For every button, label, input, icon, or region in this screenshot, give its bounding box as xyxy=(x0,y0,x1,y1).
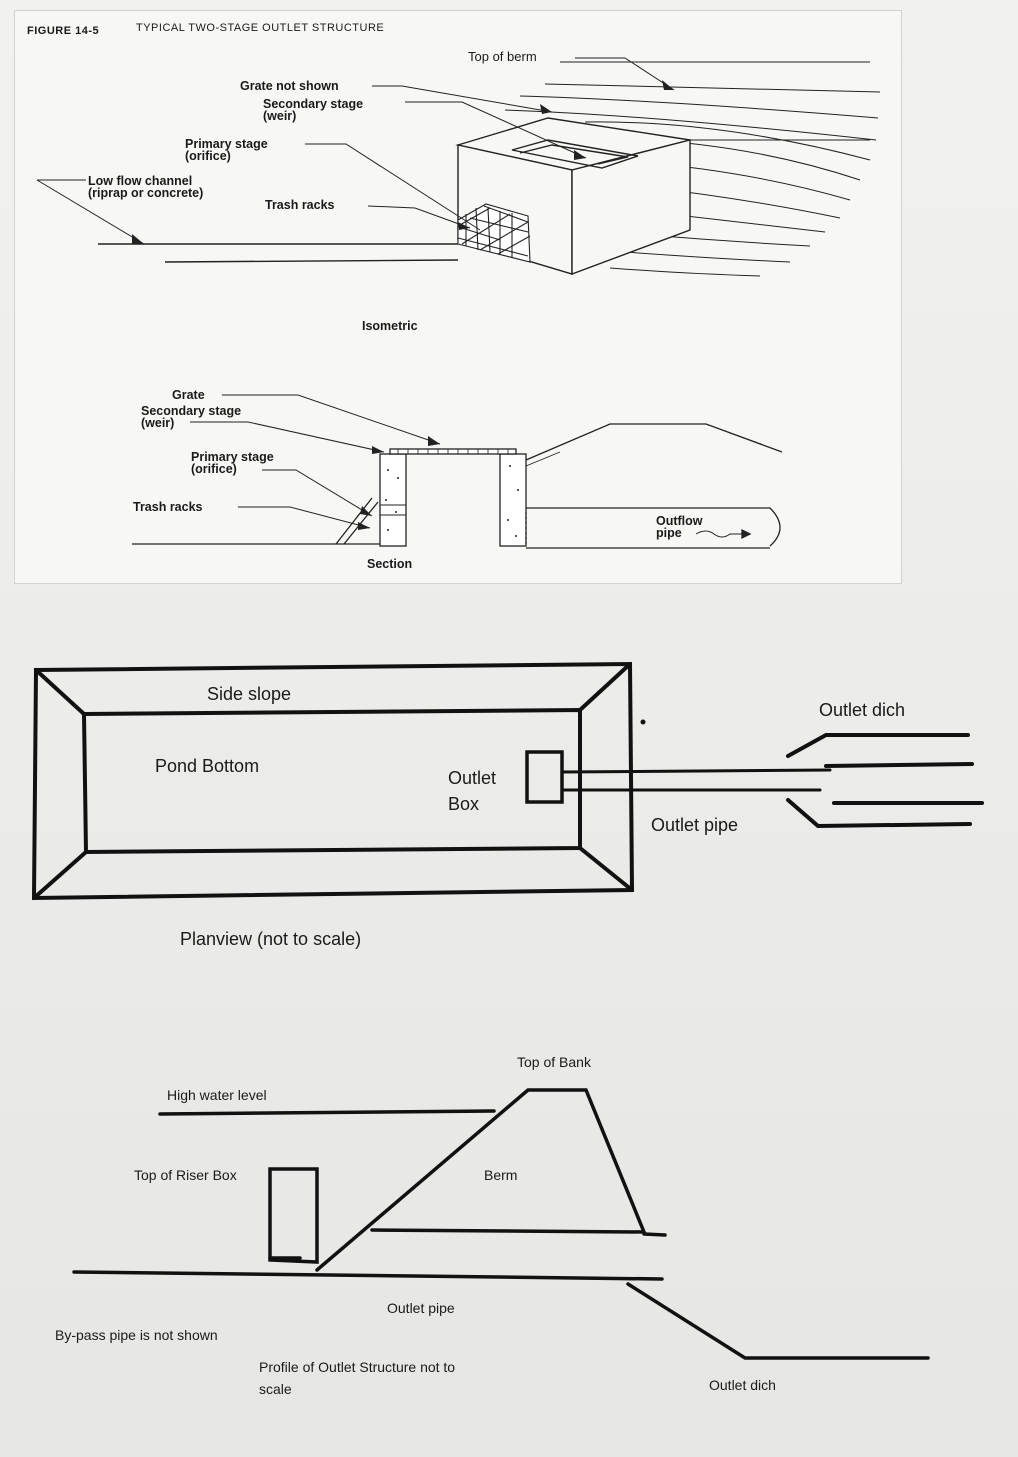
label-low-flow-channel: Low flow channel (riprap or concrete) xyxy=(88,174,204,200)
label-outlet-pipe-plan: Outlet pipe xyxy=(651,815,739,835)
caption-isometric: Isometric xyxy=(362,319,418,333)
outlet-ditch-profile xyxy=(626,1282,930,1360)
outlet-box-plan xyxy=(525,750,564,804)
plan-view xyxy=(31,661,984,901)
section-view xyxy=(132,394,783,549)
label-top-of-riser-box: Top of Riser Box xyxy=(134,1167,237,1183)
isometric-view xyxy=(36,57,881,277)
label-outflow-pipe: Outflow pipe xyxy=(656,514,703,540)
ground-line xyxy=(72,1270,664,1281)
label-high-water-level: High water level xyxy=(167,1087,267,1103)
outlet-pipe-plan xyxy=(560,768,832,792)
label-grate-section: Grate xyxy=(172,388,205,402)
outlet-ditch-plan xyxy=(786,733,984,829)
pond-bottom-outline xyxy=(81,707,582,855)
label-top-of-bank: Top of Bank xyxy=(517,1054,591,1070)
label-secondary-stage-iso: Secondary stage (weir) xyxy=(263,97,364,123)
riser-box xyxy=(268,1167,319,1264)
figure-number: FIGURE 14-5 xyxy=(27,25,100,37)
grate-bars xyxy=(397,449,509,454)
label-secondary-stage-section: Secondary stage (weir) xyxy=(141,404,242,430)
label-outlet-ditch-plan: Outlet dich xyxy=(819,700,906,720)
berm-outline xyxy=(315,1088,647,1272)
label-berm: Berm xyxy=(484,1167,518,1183)
caption-profile: Profile of Outlet Structure not to scale xyxy=(259,1359,456,1397)
label-primary-stage-section: Primary stage (orifice) xyxy=(191,450,274,476)
label-trash-racks-section: Trash racks xyxy=(133,500,203,514)
label-grate-not-shown: Grate not shown xyxy=(240,79,339,93)
caption-planview: Planview (not to scale) xyxy=(180,929,362,949)
label-pond-bottom: Pond Bottom xyxy=(155,756,260,776)
caption-section: Section xyxy=(367,557,413,571)
label-top-of-berm: Top of berm xyxy=(468,49,537,64)
arrowheads xyxy=(132,80,674,244)
label-outlet-pipe-profile: Outlet pipe xyxy=(387,1300,455,1316)
printed-figure-panel xyxy=(14,10,902,584)
label-outlet-box: Outlet Box xyxy=(448,768,497,814)
label-primary-stage-iso: Primary stage (orifice) xyxy=(185,137,268,163)
label-trash-racks-iso: Trash racks xyxy=(265,198,335,212)
pond-outer-rim xyxy=(31,661,635,901)
profile-view xyxy=(72,1088,930,1360)
label-side-slope: Side slope xyxy=(207,684,292,704)
high-water-line xyxy=(158,1109,496,1116)
figure-title: TYPICAL TWO-STAGE OUTLET STRUCTURE xyxy=(136,22,385,34)
label-outlet-ditch-profile: Outlet dich xyxy=(709,1377,776,1393)
label-bypass-note: By-pass pipe is not shown xyxy=(55,1327,218,1343)
leader-lines xyxy=(36,57,675,245)
trash-rack-isometric xyxy=(457,203,531,263)
